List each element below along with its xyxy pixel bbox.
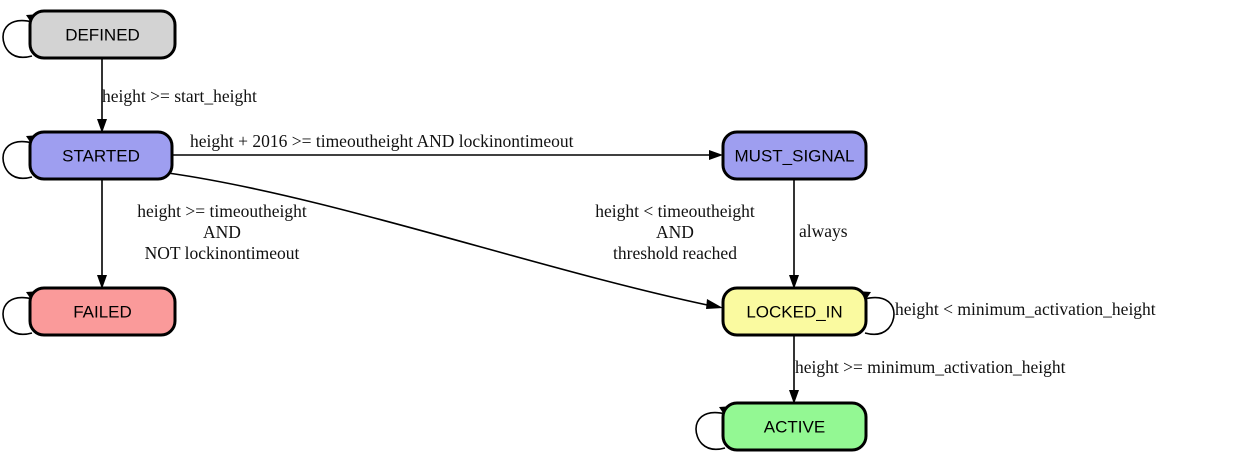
node-shape-locked-in[interactable]	[721, 286, 868, 337]
state-node-active[interactable]: ACTIVE	[721, 401, 868, 452]
state-node-locked-in[interactable]: LOCKED_IN	[721, 286, 868, 337]
self-loop-arc	[2, 19, 34, 59]
arrow-head-icon	[789, 275, 799, 289]
arrow-head-icon	[97, 275, 107, 289]
node-label-started: STARTED	[62, 146, 140, 165]
label-line-2: AND	[203, 222, 241, 242]
edge-label-started-to-must-signal: height + 2016 >= timeoutheight AND locki…	[190, 131, 574, 151]
label-line-1: height >= timeoutheight	[137, 201, 307, 221]
node-label-locked-in: LOCKED_IN	[746, 302, 842, 321]
node-label-defined: DEFINED	[65, 25, 140, 44]
edge-label-locked-in-to-active: height >= minimum_activation_height	[795, 357, 1066, 377]
edge-must-signal-to-locked-in	[789, 179, 799, 289]
edge-label-defined-to-started: height >= start_height	[102, 86, 257, 106]
self-loop-arc	[863, 296, 895, 336]
node-shape-defined[interactable]	[28, 9, 177, 60]
edge-label-must-signal-to-locked-in: always	[799, 221, 848, 241]
edge-defined-to-started	[97, 58, 107, 133]
self-loop-arc	[695, 411, 727, 451]
edge-locked-in-to-active	[789, 335, 799, 404]
state-node-failed[interactable]: FAILED	[28, 286, 177, 337]
arrow-head-icon	[709, 150, 723, 160]
node-label-must-signal: MUST_SIGNAL	[735, 146, 855, 165]
label-line-3: threshold reached	[613, 243, 737, 263]
node-shape-failed[interactable]	[28, 286, 177, 337]
self-loop-arc	[2, 140, 34, 180]
node-shape-started[interactable]	[28, 130, 174, 181]
edge-started-to-must-signal	[172, 150, 723, 160]
node-shape-must-signal[interactable]	[721, 130, 868, 181]
label-line-1: height < timeoutheight	[595, 201, 755, 221]
state-node-must-signal[interactable]: MUST_SIGNAL	[721, 130, 868, 181]
label-line-3: NOT lockinontimeout	[145, 243, 300, 263]
edge-label-locked-in-self-loop: height < minimum_activation_height	[895, 299, 1156, 319]
node-label-failed: FAILED	[73, 302, 132, 321]
edge-label-started-to-failed: height >= timeoutheight AND NOT lockinon…	[137, 201, 307, 263]
state-node-defined[interactable]: DEFINED	[28, 9, 177, 60]
self-loop-arc	[2, 296, 34, 336]
arrow-head-icon	[97, 119, 107, 133]
edge-started-to-locked-in	[167, 172, 723, 309]
node-shape-active[interactable]	[721, 401, 868, 452]
node-label-active: ACTIVE	[764, 417, 825, 436]
state-node-started[interactable]: STARTED	[28, 130, 174, 181]
edge-line	[167, 172, 713, 307]
arrow-head-icon	[706, 299, 723, 309]
label-line-2: AND	[656, 222, 694, 242]
arrow-head-icon	[789, 390, 799, 404]
edge-label-started-to-locked-in: height < timeoutheight AND threshold rea…	[595, 201, 755, 263]
edge-started-to-failed	[97, 179, 107, 289]
